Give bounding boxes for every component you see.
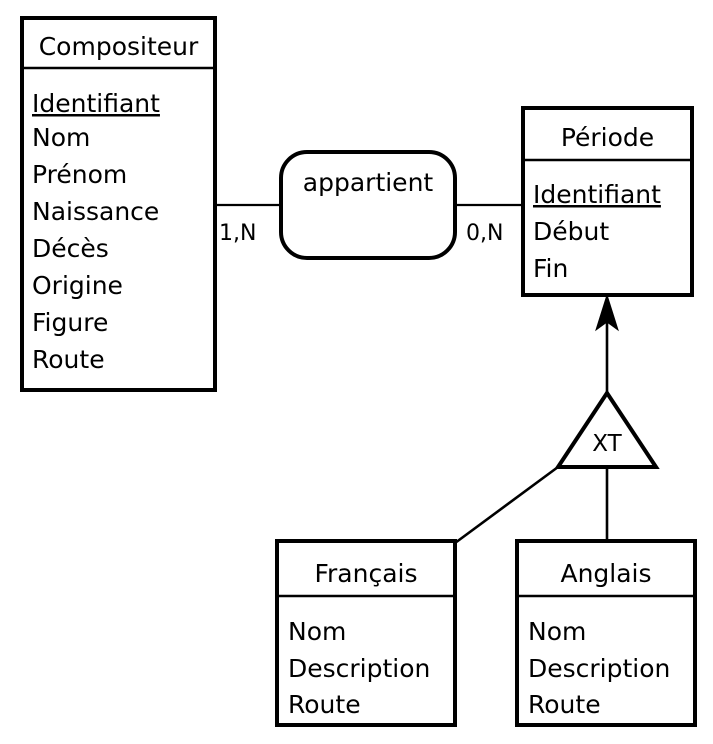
entity-periode[interactable]: Période Identifiant Début Fin [521, 106, 694, 297]
specialization-xt[interactable]: XT [554, 389, 660, 469]
relationship-appartient-box [279, 150, 457, 260]
cardinality-left-1n: 1,N [219, 221, 256, 246]
entity-periode-box [521, 106, 694, 297]
entity-periode-title: Période [561, 123, 654, 152]
entity-anglais[interactable]: Anglais Nom Description Route [515, 539, 697, 727]
entity-compositeur-attr-origine: Origine [32, 271, 123, 300]
entity-anglais-attr-description: Description [528, 654, 670, 683]
inheritance-link-francais [454, 465, 559, 545]
entity-compositeur-title: Compositeur [39, 32, 199, 61]
entity-periode-attr-debut: Début [533, 217, 609, 246]
entity-anglais-attr-route: Route [528, 690, 601, 719]
cardinality-right-0n: 0,N [466, 221, 503, 246]
relationship-appartient-label: appartient [303, 168, 434, 197]
entity-anglais-attr-nom: Nom [528, 617, 586, 646]
entity-compositeur-attr-route: Route [32, 345, 105, 374]
relationship-appartient[interactable]: appartient [279, 150, 457, 260]
entity-compositeur-attr-deces: Décès [32, 234, 109, 263]
entity-compositeur-attr-prenom: Prénom [32, 160, 127, 189]
specialization-xt-label: XT [592, 431, 622, 457]
entity-francais-box [275, 539, 457, 727]
entity-francais-attr-route: Route [288, 690, 361, 719]
entity-compositeur-attr-figure: Figure [32, 308, 108, 337]
entity-periode-attr-fin: Fin [533, 254, 568, 283]
entity-periode-attr-identifiant: Identifiant [533, 180, 661, 209]
entity-compositeur-attr-nom: Nom [32, 123, 90, 152]
entity-compositeur-box [20, 16, 217, 392]
entity-compositeur-attr-naissance: Naissance [32, 197, 159, 226]
entity-anglais-box [515, 539, 697, 727]
inheritance-arrow-head [595, 293, 619, 332]
entity-francais[interactable]: Français Nom Description Route [275, 539, 457, 727]
entity-compositeur-attr-identifiant: Identifiant [32, 89, 160, 118]
entity-francais-attr-nom: Nom [288, 617, 346, 646]
entity-anglais-title: Anglais [560, 559, 651, 588]
entity-francais-title: Français [314, 559, 417, 588]
entity-compositeur[interactable]: Compositeur Identifiant Nom Prénom Naiss… [20, 16, 217, 392]
entity-francais-attr-description: Description [288, 654, 430, 683]
